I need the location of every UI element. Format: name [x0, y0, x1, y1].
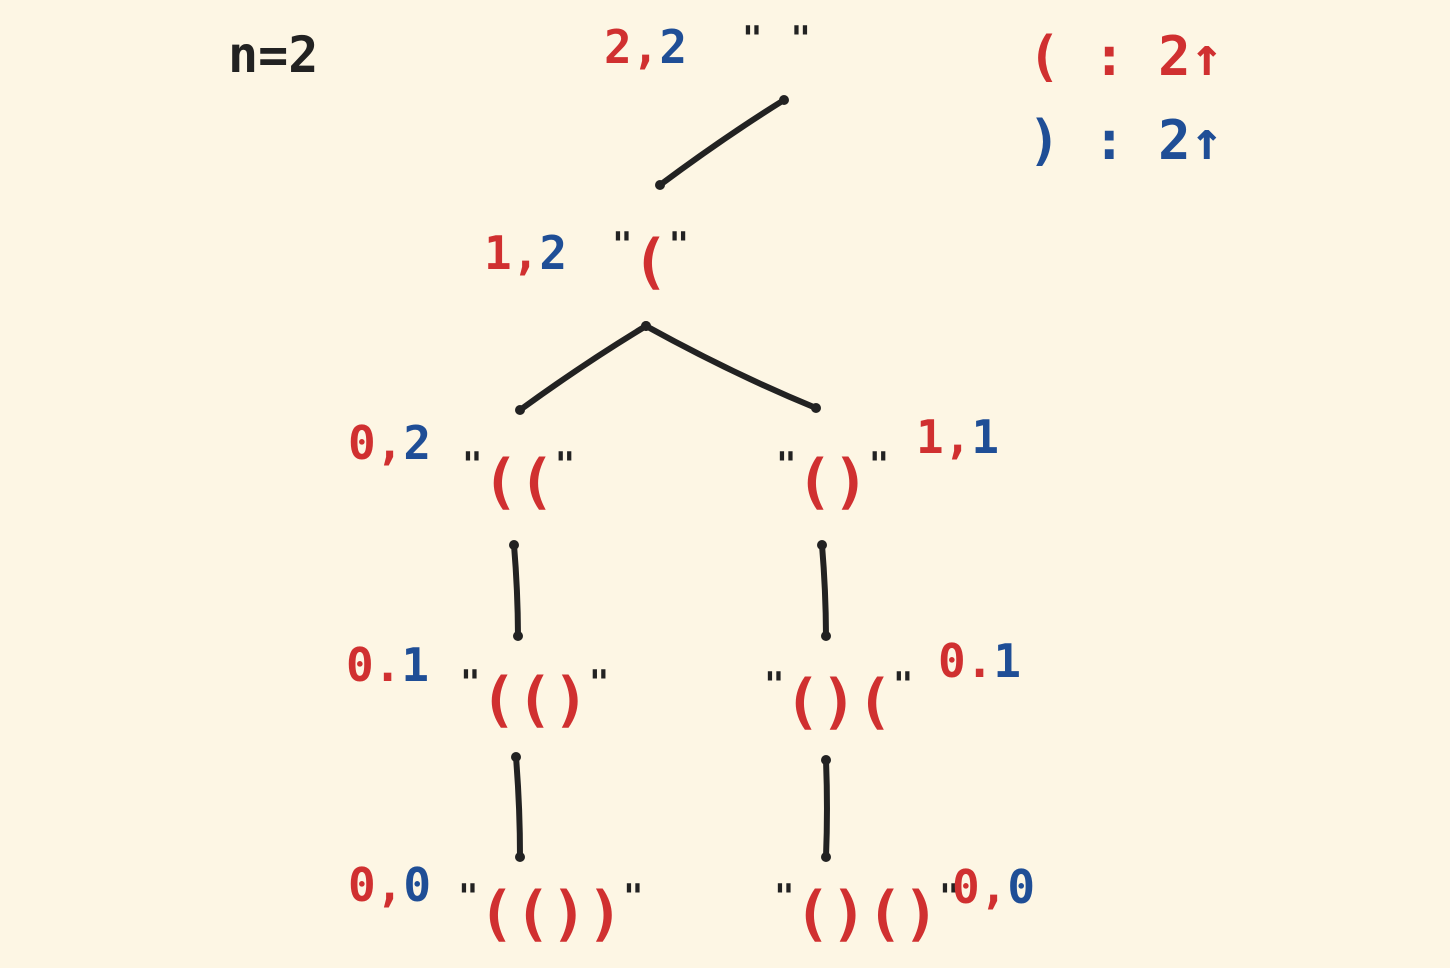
node-n4b-string: "()()" — [774, 877, 960, 949]
edge-n1-n2a — [517, 323, 649, 413]
node-n4a-open-count: 0 — [348, 858, 376, 912]
edge-n3a-n4a — [513, 754, 523, 860]
node-n1-string-value: ( — [632, 227, 669, 297]
edge-n2b-n3b-start-dot — [817, 540, 827, 550]
node-n4a-string: "(())" — [458, 877, 644, 949]
node-n2b-string-value: () — [796, 447, 869, 517]
node-n3a-open-count: 0 — [346, 638, 374, 692]
node-n2b-string: "()" — [776, 445, 890, 517]
node-n3a-string: "(()" — [460, 663, 610, 735]
legend-close-symbol: ) — [1028, 109, 1061, 172]
node-n4b-counts: 0,0 — [952, 864, 1035, 910]
legend-close-up-arrow-icon: ↑ — [1190, 109, 1224, 172]
node-n4b-comma: , — [979, 860, 1008, 914]
edge-n1-n2b-end-dot — [811, 403, 821, 413]
node-n2a-counts: 0,2 — [348, 420, 431, 466]
legend-open-up-arrow-icon: ↑ — [1190, 25, 1224, 88]
edge-n3b-n4b — [823, 757, 830, 860]
edge-n2b-n3b-end-dot — [821, 631, 831, 641]
legend-open-sep: : — [1093, 25, 1126, 88]
edge-root-n1-end-dot — [655, 180, 665, 190]
node-n1-string: "(" — [612, 225, 690, 297]
node-n3b-counts: 0.1 — [938, 638, 1021, 684]
node-n2b-open-count: 1 — [916, 410, 944, 464]
node-n4b-close-count: 0 — [1007, 860, 1036, 914]
edge-root-n1 — [657, 97, 787, 188]
node-n3a-close-count: 1 — [401, 638, 430, 692]
node-n3a-comma: . — [373, 638, 402, 692]
edge-n1-n2b — [643, 323, 819, 411]
edge-n1-n2b-start-dot — [641, 321, 651, 331]
node-n2a-string-value: (( — [482, 447, 555, 517]
node-n2b-counts: 1,1 — [916, 414, 999, 460]
node-n4b-open-count: 0 — [952, 860, 980, 914]
node-root-string: "" — [742, 19, 811, 59]
node-n3b-open-count: 0 — [938, 634, 966, 688]
legend-open: ( : 2↑ — [1028, 30, 1223, 84]
node-n1-counts: 1,2 — [484, 230, 567, 276]
edge-n3b-n4b-start-dot — [821, 755, 831, 765]
legend-open-symbol: ( — [1028, 25, 1061, 88]
edge-n2a-n3a-end-dot — [513, 631, 523, 641]
edge-n3a-n4a-end-dot — [515, 852, 525, 862]
node-n2b-comma: , — [943, 410, 972, 464]
edge-n1-n2a-end-dot — [515, 405, 525, 415]
legend-open-value: 2 — [1158, 25, 1191, 88]
edge-n2a-n3a-start-dot — [509, 540, 519, 550]
node-n3b-comma: . — [965, 634, 994, 688]
node-n1-comma: , — [511, 226, 540, 280]
node-n1-open-count: 1 — [484, 226, 512, 280]
node-n2a-string: "((" — [462, 445, 576, 517]
node-root-counts: 2,2 — [604, 24, 687, 70]
node-n1-close-count: 2 — [539, 226, 568, 280]
node-root-close-count: 2 — [659, 20, 688, 74]
node-n4a-comma: , — [375, 858, 404, 912]
node-n2a-comma: , — [375, 416, 404, 470]
edge-n2b-n3b — [819, 542, 829, 639]
node-n3b-string-value: ()( — [784, 667, 893, 737]
legend-close-value: 2 — [1158, 109, 1191, 172]
node-n4a-counts: 0,0 — [348, 862, 431, 908]
n-label: n=2 — [228, 26, 319, 84]
node-n4a-close-count: 0 — [403, 858, 432, 912]
node-n3a-string-value: (() — [480, 665, 589, 735]
node-n4a-string-value: (()) — [478, 879, 623, 949]
edge-root-n1-start-dot — [779, 95, 789, 105]
edge-n3b-n4b-end-dot — [821, 852, 831, 862]
node-n2a-open-count: 0 — [348, 416, 376, 470]
edge-n3a-n4a-start-dot — [511, 752, 521, 762]
legend-close: ) : 2↑ — [1028, 114, 1223, 168]
edge-n2a-n3a — [511, 542, 521, 639]
node-n3a-counts: 0.1 — [346, 642, 429, 688]
node-n4b-string-value: ()() — [794, 879, 939, 949]
node-n3b-close-count: 1 — [993, 634, 1022, 688]
node-n3b-string: "()(" — [764, 665, 914, 737]
legend-close-sep: : — [1093, 109, 1126, 172]
node-root-comma: , — [631, 20, 660, 74]
node-root-open-count: 2 — [604, 20, 632, 74]
node-n2a-close-count: 2 — [403, 416, 432, 470]
node-n2b-close-count: 1 — [971, 410, 1000, 464]
